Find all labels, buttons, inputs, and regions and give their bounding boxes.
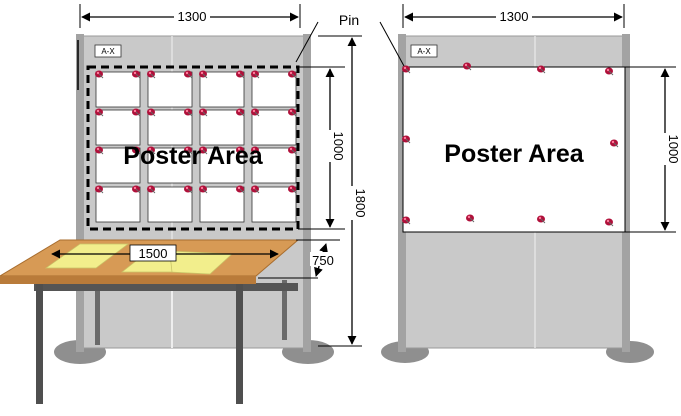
poster-sheet	[251, 109, 297, 146]
poster-sheet	[251, 186, 297, 223]
right-height-dim-label: 1000	[666, 135, 681, 164]
right-poster-area-label: Poster Area	[444, 140, 585, 168]
left-total-height-dim-label: 1800	[353, 189, 368, 218]
poster-sheet	[95, 147, 141, 184]
left-board-dimensions: 1300 1000 1800	[79, 4, 368, 347]
poster-sheet	[251, 147, 297, 184]
table-dimensions: 1500 750	[51, 239, 340, 279]
poster-sheet	[199, 109, 245, 146]
left-board-tag-text: A-X	[101, 47, 115, 56]
table-leg-front-left	[36, 284, 43, 404]
right-board-tag-text: A-X	[417, 47, 431, 56]
left-width-dim-label: 1300	[178, 9, 207, 24]
table-width-dim-label: 1500	[139, 246, 168, 261]
left-board-post-right	[303, 34, 311, 352]
left-poster-area-label: Poster Area	[123, 142, 264, 170]
pin-leader-right	[379, 21, 405, 67]
table-top-edge	[0, 276, 256, 284]
poster-sheet	[95, 71, 141, 108]
left-poster-sheets	[94, 70, 297, 223]
left-board: A-X Poster Area	[54, 34, 334, 364]
poster-sheet	[147, 147, 193, 184]
right-board-post-right	[622, 34, 630, 352]
table-apron	[34, 283, 298, 291]
poster-sheet	[199, 186, 245, 223]
poster-sheet	[251, 71, 297, 108]
pin-callout: Pin	[295, 12, 405, 67]
left-height-dim-label: 1000	[331, 132, 346, 161]
poster-sheet	[199, 71, 245, 108]
table-leg-front-right	[236, 284, 243, 404]
pin-label: Pin	[339, 12, 359, 28]
left-board-post-left	[76, 34, 84, 352]
right-board-tag	[410, 44, 438, 58]
table-depth-dim-label: 750	[312, 253, 334, 268]
left-poster-area-outline	[86, 65, 300, 231]
poster-sheet	[147, 109, 193, 146]
right-width-dim-label: 1300	[500, 9, 529, 24]
left-board-tag	[94, 44, 122, 58]
poster-sheet	[147, 186, 193, 223]
right-board-post-left	[398, 34, 406, 352]
poster-sheet	[95, 186, 141, 223]
poster-sheet	[95, 109, 141, 146]
right-board-dimensions: 1300 1000	[402, 4, 681, 233]
pin-leader-left	[295, 21, 319, 63]
right-board: A-X Poster Area	[381, 34, 654, 363]
right-poster-area	[402, 66, 626, 233]
poster-sheet	[199, 147, 245, 184]
poster-sheet	[147, 71, 193, 108]
